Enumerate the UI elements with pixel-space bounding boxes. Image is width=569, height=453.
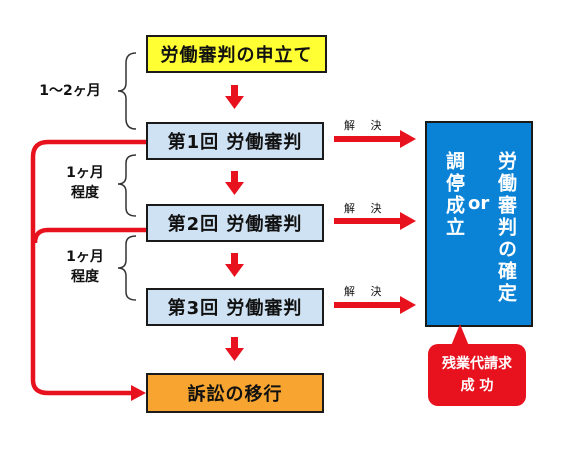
interval-brace-2 bbox=[117, 154, 137, 217]
step-hearing-2: 第2回 労働審判 bbox=[146, 204, 324, 242]
callout-tail bbox=[451, 324, 469, 346]
step-hearing-3: 第3回 労働審判 bbox=[146, 288, 324, 326]
interval-label-2: 1ヶ月 程度 bbox=[60, 163, 110, 203]
step-lawsuit-label: 訴訟の移行 bbox=[187, 384, 283, 405]
result-or: or bbox=[468, 193, 490, 214]
lawsuit-path bbox=[30, 139, 146, 401]
step-application: 労働審判の申立て bbox=[146, 35, 327, 73]
down-arrows bbox=[225, 85, 244, 361]
interval-label-1: 1〜2ヶ月 bbox=[30, 81, 110, 101]
step-lawsuit: 訴訟の移行 bbox=[146, 373, 324, 413]
interval-text-2a: 1ヶ月 bbox=[66, 165, 104, 181]
resolution-label-2: 解 決 bbox=[344, 202, 388, 215]
resolution-arrows bbox=[334, 130, 416, 314]
interval-text-3a: 1ヶ月 bbox=[66, 249, 104, 265]
result-judgment-final: 労働審判の確定 bbox=[495, 151, 517, 305]
resolution-label-3: 解 決 bbox=[344, 285, 388, 298]
result-mediation: 調停成立 bbox=[443, 151, 465, 239]
step-hearing-1-label: 第1回 労働審判 bbox=[167, 132, 303, 153]
interval-text-2b: 程度 bbox=[71, 185, 99, 201]
resolution-label-1: 解 決 bbox=[344, 119, 388, 132]
interval-brace-1 bbox=[117, 52, 137, 130]
result-box: 調停成立 or 労働審判の確定 bbox=[425, 121, 533, 327]
interval-text-3b: 程度 bbox=[71, 269, 99, 285]
interval-brace-3 bbox=[117, 235, 137, 301]
step-application-label: 労働審判の申立て bbox=[160, 45, 313, 66]
callout-line-2: 成 功 bbox=[460, 378, 494, 394]
success-callout: 残業代請求 成 功 bbox=[428, 344, 526, 406]
step-hearing-1: 第1回 労働審判 bbox=[146, 122, 324, 160]
step-hearing-3-label: 第3回 労働審判 bbox=[167, 298, 303, 319]
interval-text-1: 1〜2ヶ月 bbox=[39, 83, 101, 99]
step-hearing-2-label: 第2回 労働審判 bbox=[167, 214, 303, 235]
interval-label-3: 1ヶ月 程度 bbox=[60, 247, 110, 287]
callout-line-1: 残業代請求 bbox=[442, 356, 512, 372]
